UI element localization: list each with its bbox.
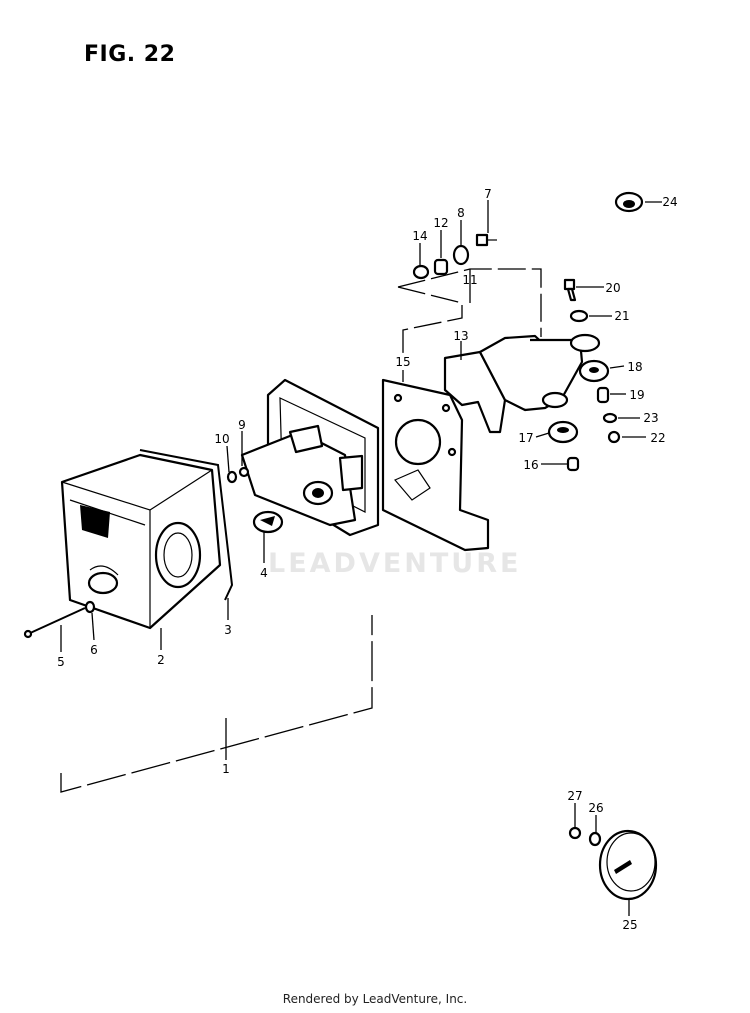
bulb-socket-plate (240, 424, 364, 527)
lamp-housing (60, 453, 222, 630)
callout-24: 24 (662, 195, 677, 209)
callout-20: 20 (605, 281, 620, 295)
bulb (252, 510, 284, 534)
bolt-20 (563, 278, 577, 302)
callout-13: 13 (453, 329, 468, 343)
callout-14: 14 (412, 229, 427, 243)
leader-lines (60, 200, 662, 916)
lamp-bracket (381, 378, 490, 552)
nut-27 (568, 826, 582, 840)
collar-19 (596, 386, 610, 404)
callout-3: 3 (224, 623, 232, 637)
washer-26 (588, 831, 602, 847)
nut-9 (238, 466, 250, 478)
washer-6 (84, 600, 96, 614)
callout-17: 17 (518, 431, 533, 445)
callout-labels: 1 2 3 4 5 6 7 8 9 10 11 12 13 14 15 16 1… (57, 187, 677, 932)
assembly-brackets (60, 268, 542, 793)
figure-title: FIG. 22 (84, 42, 176, 67)
washer-23 (602, 412, 618, 424)
watermark: LEADVENTURE (268, 548, 522, 579)
callout-6: 6 (90, 643, 98, 657)
cushion-18 (578, 359, 610, 383)
callout-22: 22 (650, 431, 665, 445)
nut-22 (607, 430, 621, 444)
callout-11: 11 (462, 273, 477, 287)
grommet-14 (412, 264, 430, 280)
callout-15: 15 (395, 355, 410, 369)
callout-8: 8 (457, 206, 465, 220)
callout-21: 21 (614, 309, 629, 323)
washer-8 (452, 244, 470, 266)
washer-10 (226, 470, 238, 484)
callout-2: 2 (157, 653, 165, 667)
callout-27: 27 (567, 789, 582, 803)
housing-gasket (139, 449, 234, 601)
callout-9: 9 (238, 418, 246, 432)
bolt-7 (475, 233, 497, 247)
callout-4: 4 (260, 566, 268, 580)
collar-12 (433, 258, 449, 276)
bracket-stay (443, 333, 601, 434)
footer-credit: Rendered by LeadVenture, Inc. (282, 992, 468, 1006)
callout-5: 5 (57, 655, 65, 669)
callout-26: 26 (588, 801, 603, 815)
washer-21 (569, 309, 589, 323)
callout-7: 7 (484, 187, 492, 201)
cap-24 (614, 191, 644, 213)
grommet-17 (547, 420, 579, 444)
callout-1: 1 (222, 762, 230, 776)
screw-5 (23, 607, 86, 639)
callout-25: 25 (622, 918, 637, 932)
callout-16: 16 (523, 458, 538, 472)
callout-18: 18 (627, 360, 642, 374)
callout-19: 19 (629, 388, 644, 402)
callout-10: 10 (214, 432, 229, 446)
collar-16 (566, 456, 580, 472)
callout-12: 12 (433, 216, 448, 230)
callout-23: 23 (643, 411, 658, 425)
reflector-25 (598, 829, 658, 901)
